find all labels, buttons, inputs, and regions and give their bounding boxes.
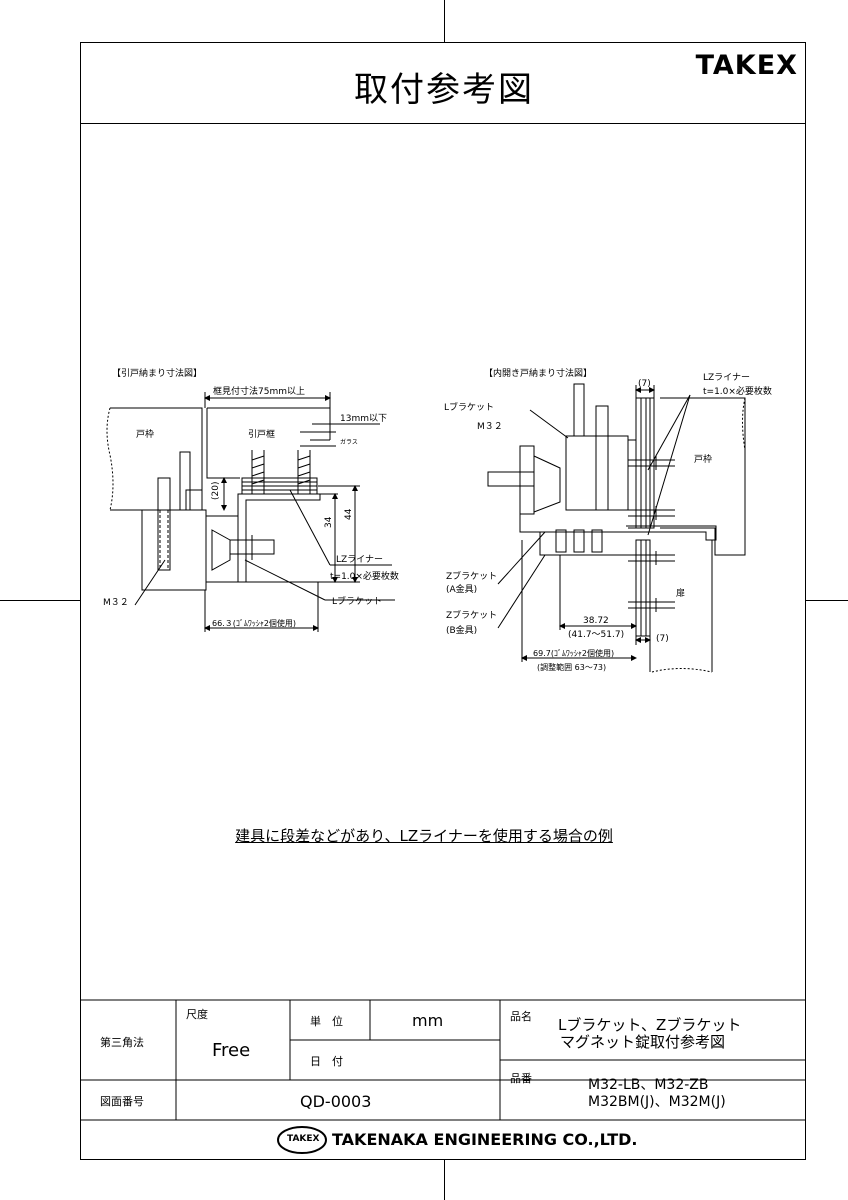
right-drawing-labels: 【内開き戸納まり寸法図】 (7) LZライナー t=1.0×必要枚数 Lブラケッ…: [444, 367, 772, 672]
left-glass-gap-label: 13mm以下: [340, 414, 387, 424]
header-row: [80, 42, 806, 124]
left-drawing-title: 【引戸納まり寸法図】: [112, 367, 202, 379]
right-door-label: 扉: [676, 587, 685, 599]
right-inswing-door-drawing: [487, 383, 746, 673]
right-z-bracket-a-label: Zブラケット: [446, 570, 497, 582]
right-z-bracket-b-sub: (B金具): [446, 624, 477, 636]
crop-mark-left: [0, 600, 80, 601]
left-l-bracket-label: Lブラケット: [332, 595, 382, 607]
left-dim-20: (20): [211, 482, 221, 500]
left-frame-width-label: 框見付寸法75mm以上: [213, 385, 305, 397]
right-dim-697: 69.7(ｺﾞﾑﾜｯｼｬ2個使用): [533, 648, 614, 658]
date-label: 日 付: [310, 1055, 343, 1068]
name-line-1: Lブラケット、Zブラケット: [558, 1016, 742, 1034]
drawing-frame: [80, 42, 806, 1160]
crop-mark-bottom: [444, 1160, 445, 1200]
right-lz-note: t=1.0×必要枚数: [703, 385, 772, 397]
unit-label: 単 位: [310, 1015, 343, 1028]
left-lz-note: t=1.0×必要枚数: [330, 570, 399, 582]
scale-value: Free: [212, 1040, 251, 1061]
name-label: 品名: [510, 1010, 532, 1023]
left-lz-liner-label: LZライナー: [336, 554, 383, 565]
brand-logo: TAKEX: [695, 50, 798, 81]
left-dim-44: 44: [344, 508, 354, 520]
unit-value: mm: [412, 1011, 444, 1030]
projection-label: 第三角法: [100, 1036, 144, 1049]
left-door-frame-label: 戸枠: [136, 428, 154, 440]
crop-mark-right: [806, 600, 848, 601]
right-z-bracket-a-sub: (A金具): [446, 583, 477, 595]
company-logo-oval: [277, 1126, 327, 1154]
right-door-frame-label: 戸枠: [694, 453, 712, 465]
title-block-lines: [80, 999, 806, 1154]
part-line-2: M32BM(J)、M32M(J): [588, 1094, 726, 1110]
left-m32-label: M３２: [103, 598, 129, 608]
document-title: 取付参考図: [354, 70, 534, 110]
left-sliding-frame-label: 引戸框: [248, 428, 275, 440]
right-lz-liner-label: LZライナー: [703, 372, 750, 383]
right-dim-7-top: (7): [638, 379, 651, 389]
right-z-bracket-b-label: Zブラケット: [446, 609, 497, 621]
drawing-number-label: 図面番号: [100, 1095, 144, 1108]
left-drawing-labels: 【引戸納まり寸法図】 框見付寸法75mm以上 戸枠 引戸框 13mm以下 ガラス…: [103, 367, 399, 628]
left-sliding-door-drawing: [106, 392, 395, 632]
right-dim-adjust: (調整範囲 63～73): [537, 662, 606, 672]
right-dim-7-bottom: (7): [656, 634, 669, 644]
left-dim-34: 34: [324, 516, 334, 528]
right-dim-3872-range: (41.7～51.7): [568, 630, 624, 640]
left-glass-label: ガラス: [340, 438, 358, 446]
company-logo: TAKEX: [287, 1134, 320, 1144]
name-line-2: マグネット錠取付参考図: [560, 1033, 726, 1051]
right-dim-3872: 38.72: [583, 616, 609, 626]
right-m32-label: M３２: [477, 422, 503, 432]
company-name: TAKENAKA ENGINEERING CO.,LTD.: [332, 1130, 638, 1149]
example-caption: 建具に段差などがあり、LZライナーを使用する場合の例: [235, 827, 613, 845]
part-line-1: M32-LB、M32-ZB: [588, 1077, 709, 1093]
right-l-bracket-label: Lブラケット: [444, 401, 494, 413]
left-bottom-dim: 66.３(ｺﾞﾑﾜｯｼｬ2個使用): [212, 618, 296, 628]
crop-mark-top: [444, 0, 445, 42]
part-label: 品番: [510, 1072, 532, 1085]
scale-label: 尺度: [186, 1008, 208, 1021]
right-drawing-title: 【内開き戸納まり寸法図】: [484, 367, 592, 379]
drawing-number: QD-0003: [300, 1092, 372, 1111]
